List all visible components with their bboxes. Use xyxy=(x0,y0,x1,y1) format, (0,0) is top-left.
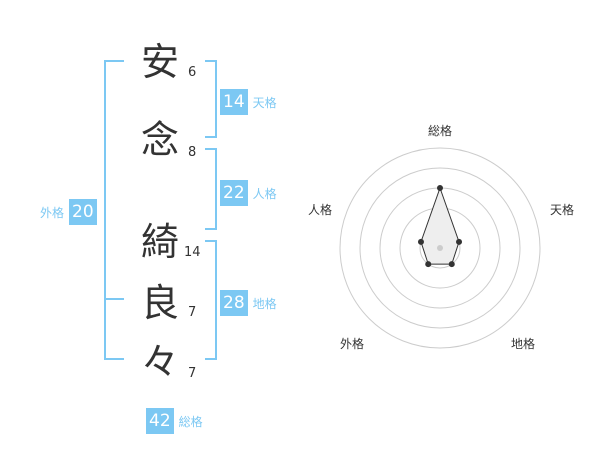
radar-point-0 xyxy=(437,185,443,191)
chikaku-badge: 28 地格 xyxy=(220,290,277,316)
stroke-count-1: 6 xyxy=(188,65,197,80)
soukaku-badge: 42 総格 xyxy=(146,408,203,434)
radar-center-dot xyxy=(437,245,443,251)
radar-label-jinkaku: 人格 xyxy=(308,203,333,217)
chikaku-value: 28 xyxy=(220,290,248,316)
radar-point-1 xyxy=(456,238,463,245)
chikaku-label: 地格 xyxy=(252,296,277,311)
name-char-5: 々 xyxy=(140,340,179,384)
radar-label-gaikaku: 外格 xyxy=(340,337,365,351)
name-char-2: 念 xyxy=(140,118,179,162)
gaikaku-value: 20 xyxy=(69,199,97,225)
jinkaku-bracket xyxy=(205,148,217,230)
tenkaku-bracket xyxy=(205,60,217,138)
radar-ring-5 xyxy=(339,147,541,349)
tenkaku-badge: 14 天格 xyxy=(220,89,277,115)
radar-point-4 xyxy=(417,238,424,245)
soukaku-value: 42 xyxy=(146,408,174,434)
name-char-3: 綺 xyxy=(140,220,179,264)
jinkaku-badge: 22 人格 xyxy=(220,180,277,206)
name-char-1: 安 xyxy=(140,40,179,84)
jinkaku-label: 人格 xyxy=(252,186,277,201)
soukaku-label: 総格 xyxy=(178,414,203,429)
stroke-count-4: 7 xyxy=(188,305,197,320)
gaikaku-bracket-tick xyxy=(104,298,124,300)
tenkaku-label: 天格 xyxy=(252,95,277,110)
radar-point-2 xyxy=(448,261,455,268)
chikaku-bracket xyxy=(205,240,217,360)
jinkaku-value: 22 xyxy=(220,180,248,206)
radar-label-chikaku: 地格 xyxy=(511,337,536,351)
radar-point-3 xyxy=(425,261,432,268)
gaikaku-label: 外格 xyxy=(40,205,65,220)
stroke-count-5: 7 xyxy=(188,366,197,381)
radar-label-tenkaku: 天格 xyxy=(550,203,575,217)
radar-label-soukaku: 総格 xyxy=(428,124,453,138)
radar-polygon xyxy=(420,186,460,265)
stroke-count-3: 14 xyxy=(184,245,201,260)
gaikaku-badge: 外格 20 xyxy=(40,199,97,225)
tenkaku-value: 14 xyxy=(220,89,248,115)
stroke-count-2: 8 xyxy=(188,145,197,160)
gaikaku-bracket xyxy=(104,60,124,360)
name-char-4: 良 xyxy=(140,281,179,325)
radar-ring-4 xyxy=(359,167,521,329)
